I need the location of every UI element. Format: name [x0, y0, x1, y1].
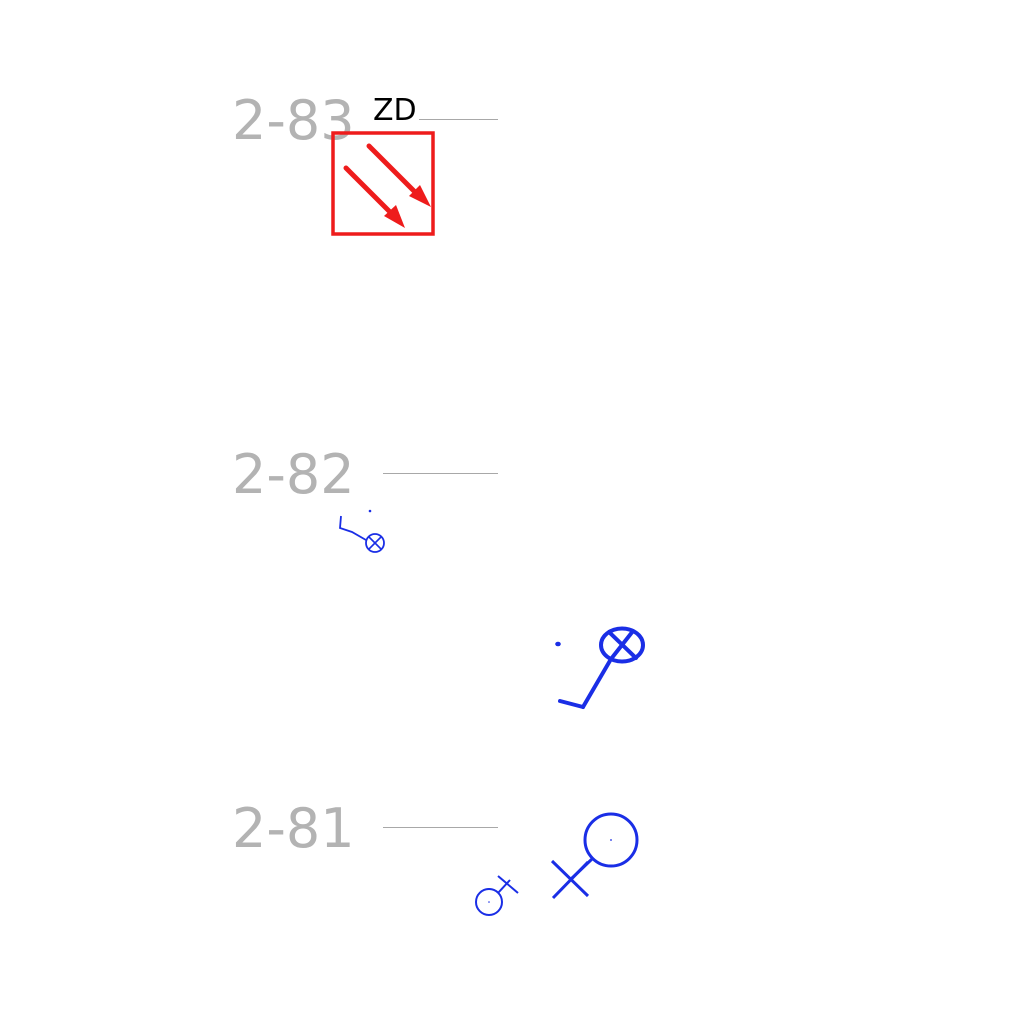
zd-annotation: ZD	[372, 93, 419, 128]
row-label-2-82: 2-82	[232, 443, 355, 506]
row-leader-line-2-83	[383, 119, 498, 120]
row-leader-line-2-81	[383, 827, 498, 828]
row-label-2-81: 2-81	[232, 797, 355, 860]
row-leader-line-2-82	[383, 473, 498, 474]
